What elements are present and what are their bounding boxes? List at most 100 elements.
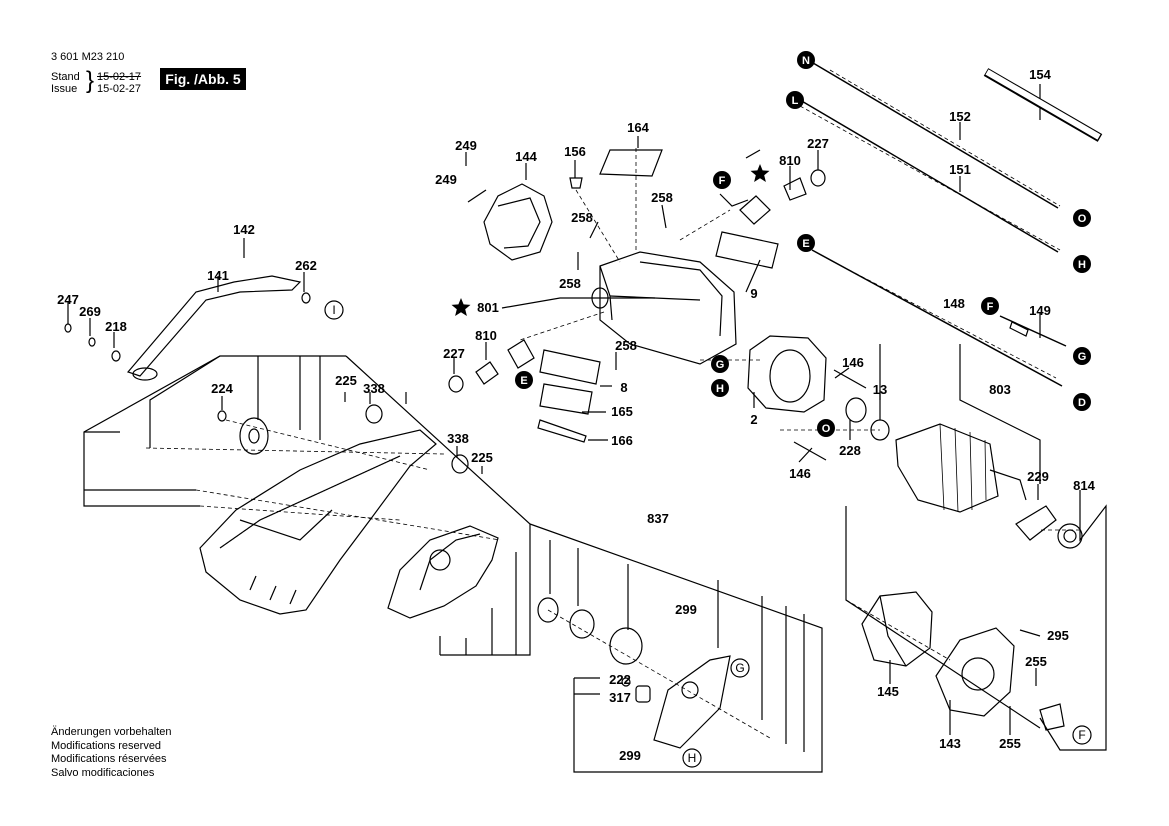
part-label: 154 <box>1029 67 1051 82</box>
part-label: 255 <box>999 736 1021 751</box>
part-label: 249 <box>435 172 457 187</box>
part-label: 165 <box>611 404 633 419</box>
part-label: 164 <box>627 120 649 135</box>
svg-text:G: G <box>735 661 744 675</box>
connector-marker: H <box>711 379 729 397</box>
part-label: 224 <box>211 381 233 396</box>
part-label: 249 <box>455 138 477 153</box>
part-label: 141 <box>207 268 229 283</box>
connector-marker: H <box>1073 255 1091 273</box>
issue-date: 15-02-27 <box>97 83 142 95</box>
connector-marker: O <box>817 419 835 437</box>
part-label: 228 <box>839 443 861 458</box>
part-label: 145 <box>877 684 899 699</box>
connector-marker: H <box>682 748 702 768</box>
part-label: 2 <box>750 412 757 427</box>
part-label: 148 <box>943 296 965 311</box>
part-label: 801 <box>477 300 499 315</box>
connector-marker: G <box>1073 347 1091 365</box>
svg-text:G: G <box>1078 351 1087 363</box>
part-label: 225 <box>471 450 493 465</box>
document-number: 3 601 M23 210 <box>51 51 125 63</box>
connector-marker: F <box>713 171 731 189</box>
part-label: 229 <box>1027 469 1049 484</box>
part-label: 166 <box>611 433 633 448</box>
svg-text:F: F <box>987 301 994 313</box>
note-es: Salvo modificaciones <box>51 766 155 779</box>
part-label: 218 <box>105 319 127 334</box>
connector-marker: E <box>797 234 815 252</box>
part-label: 156 <box>564 144 586 159</box>
part-label: 152 <box>949 109 971 124</box>
part-label: 146 <box>842 355 864 370</box>
svg-text:N: N <box>802 55 810 67</box>
svg-text:E: E <box>802 238 809 250</box>
svg-text:H: H <box>688 751 697 765</box>
part-label: 299 <box>619 748 641 763</box>
svg-text:F: F <box>1078 728 1085 742</box>
svg-text:H: H <box>716 383 724 395</box>
stand-label: Stand <box>51 71 80 83</box>
part-label: 803 <box>989 382 1011 397</box>
part-label: 227 <box>807 136 829 151</box>
svg-text:H: H <box>1078 259 1086 271</box>
part-label: 338 <box>447 431 469 446</box>
brace-symbol: } <box>86 67 95 94</box>
part-label: 269 <box>79 304 101 319</box>
svg-text:E: E <box>520 375 527 387</box>
connector-marker: G <box>711 355 729 373</box>
connector-marker: L <box>786 91 804 109</box>
note-fr: Modifications réservées <box>51 753 167 765</box>
connector-markers-dark: N L F E F G H E O H G D O <box>515 51 1091 437</box>
note-en: Modifications reserved <box>51 739 162 752</box>
connector-marker: D <box>1073 393 1091 411</box>
part-label: 143 <box>939 736 961 751</box>
part-label: 146 <box>789 466 811 481</box>
svg-text:I: I <box>332 303 335 317</box>
part-label: 299 <box>675 602 697 617</box>
part-label: 810 <box>475 328 497 343</box>
part-label: 142 <box>233 222 255 237</box>
part-label: 222 <box>609 672 631 687</box>
part-label: 814 <box>1073 478 1095 493</box>
part-label: 262 <box>295 258 317 273</box>
svg-text:O: O <box>1078 213 1087 225</box>
connector-marker: F <box>981 297 999 315</box>
star-icon <box>451 298 471 316</box>
new-part-star-icons <box>451 164 770 316</box>
star-icon <box>750 164 770 182</box>
connector-marker: I <box>324 300 344 320</box>
part-label: 317 <box>609 690 631 705</box>
connector-marker: F <box>1072 725 1092 745</box>
figure-label: Fig. /Abb. 5 <box>160 68 246 90</box>
part-label: 144 <box>515 149 537 164</box>
connector-markers-light: I G H F <box>324 300 1092 768</box>
connector-marker: G <box>730 658 750 678</box>
part-label: 810 <box>779 153 801 168</box>
modification-notes: Änderungen vorbehalten Modifications res… <box>51 726 171 780</box>
svg-text:D: D <box>1078 397 1086 409</box>
stand-date: 15-02-17 <box>97 71 142 83</box>
svg-text:G: G <box>716 359 725 371</box>
part-label: 227 <box>443 346 465 361</box>
part-label: 13 <box>873 382 887 397</box>
part-label: 258 <box>571 210 593 225</box>
part-label: 9 <box>750 286 757 301</box>
svg-text:O: O <box>822 423 831 435</box>
part-label: 225 <box>335 373 357 388</box>
part-label: 151 <box>949 162 971 177</box>
part-label: 295 <box>1047 628 1069 643</box>
note-de: Änderungen vorbehalten <box>51 726 172 738</box>
connector-marker: E <box>515 371 533 389</box>
connector-marker: N <box>797 51 815 69</box>
issue-label: Issue <box>51 83 78 95</box>
part-label: 338 <box>363 381 385 396</box>
part-label: 258 <box>651 190 673 205</box>
svg-text:L: L <box>792 95 799 107</box>
part-label: 247 <box>57 292 79 307</box>
part-label: 837 <box>647 511 669 526</box>
connector-marker: O <box>1073 209 1091 227</box>
part-label: 8 <box>620 380 627 395</box>
part-label: 149 <box>1029 303 1051 318</box>
